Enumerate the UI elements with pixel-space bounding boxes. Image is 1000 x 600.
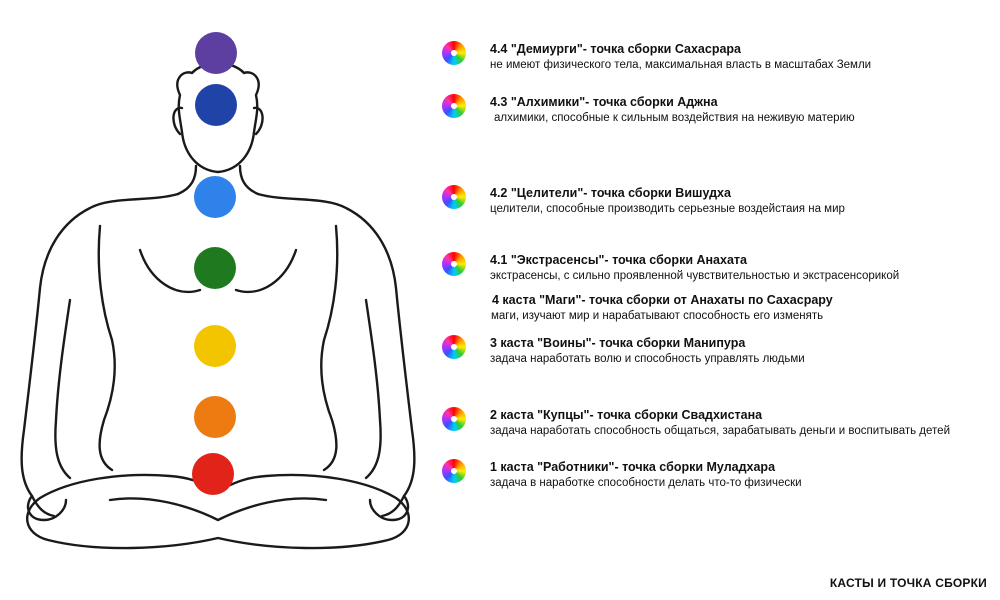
head-outline — [176, 62, 260, 174]
crossed-legs-line — [108, 497, 328, 522]
body-outline — [20, 62, 416, 550]
color-wheel-icon — [442, 335, 466, 359]
entry-description: не имеют физического тела, максимальная … — [490, 59, 872, 71]
color-wheel-icon — [442, 252, 466, 276]
right-torso-side — [319, 224, 339, 472]
chakra-muladhara — [192, 453, 234, 495]
entry-description: экстрасенсы, с сильно проявленной чувств… — [490, 270, 900, 282]
entry-title: 4.2 "Целители"- точка сборки Вишудха — [490, 186, 731, 200]
entry-title: 4 каста "Маги"- точка сборки от Анахаты … — [492, 293, 833, 307]
entry-title: 4.3 "Алхимики"- точка сборки Аджна — [490, 95, 718, 109]
chakra-manipura — [194, 325, 236, 367]
chakra-anahata — [194, 247, 236, 289]
right-inner-arm — [364, 298, 382, 480]
chakra-ajna — [195, 84, 237, 126]
entry-title: 3 каста "Воины"- точка сборки Манипура — [490, 336, 746, 350]
left-hand — [26, 494, 68, 522]
meditation-figure-diagram — [20, 32, 416, 550]
entry-description: алхимики, способные к сильным воздействи… — [494, 112, 855, 124]
entry-description: задача в наработке способности делать чт… — [490, 477, 802, 489]
right-hand — [368, 494, 410, 522]
color-wheel-icon — [442, 459, 466, 483]
chest-right — [234, 248, 298, 293]
entry-description: целители, способные производить серьезны… — [490, 203, 845, 215]
diagram-caption: КАСТЫ И ТОЧКА СБОРКИ — [829, 576, 987, 590]
left-ear — [172, 106, 184, 136]
left-torso-side — [97, 224, 117, 472]
legs-outline — [26, 473, 410, 550]
entry-title: 1 каста "Работники"- точка сборки Муладх… — [490, 460, 776, 474]
color-wheel-icon — [442, 407, 466, 431]
entry-description: задача наработать волю и способность упр… — [490, 353, 805, 365]
chest-left — [138, 248, 202, 293]
chakra-points — [192, 32, 237, 495]
chakra-sahasrara — [195, 32, 237, 74]
neck-left — [176, 164, 198, 196]
right-ear — [252, 106, 264, 136]
chakra-vishuddha — [194, 176, 236, 218]
color-wheel-icon — [442, 41, 466, 65]
entry-description: маги, изучают мир и нарабатывают способн… — [491, 310, 824, 322]
entry-description: задача наработать способность общаться, … — [490, 425, 950, 437]
color-wheel-icon — [442, 94, 466, 118]
entry-title: 4.1 "Экстрасенсы"- точка сборки Анахата — [490, 253, 747, 267]
chakra-svadhisthana — [194, 396, 236, 438]
neck-right — [238, 164, 260, 196]
left-inner-arm — [54, 298, 72, 480]
color-wheel-icon — [442, 185, 466, 209]
entry-title: 2 каста "Купцы"- точка сборки Свадхистан… — [490, 408, 763, 422]
entry-title: 4.4 "Демиурги"- точка сборки Сахасрара — [490, 42, 742, 56]
